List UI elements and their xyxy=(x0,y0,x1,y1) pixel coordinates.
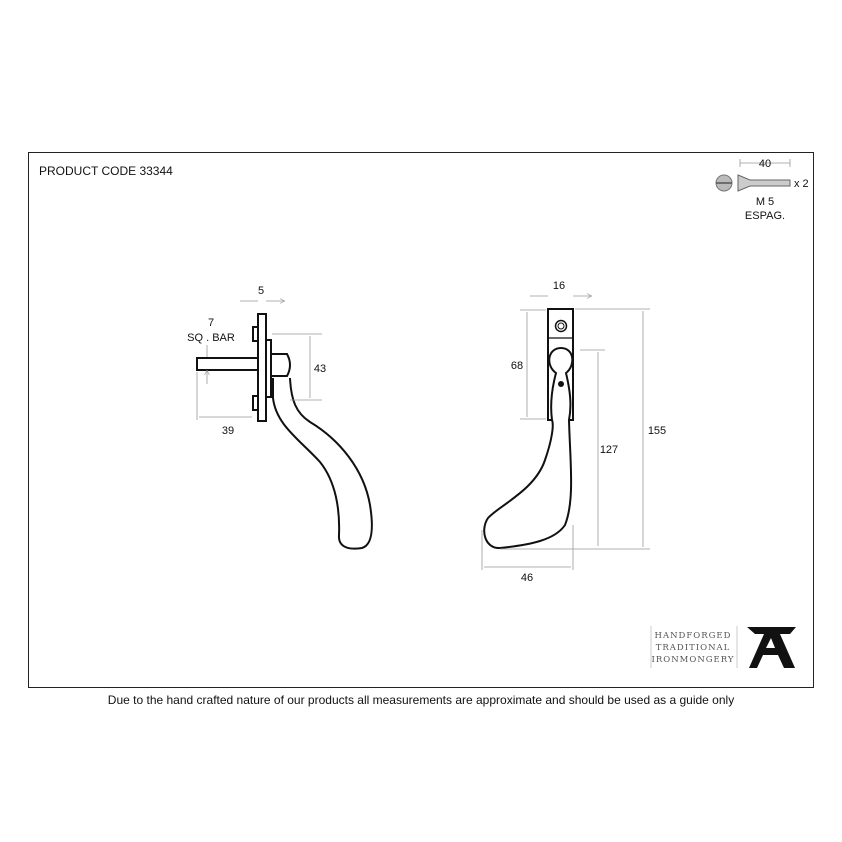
plate-height-dim: 68 xyxy=(511,360,523,372)
svg-text:IRONMONGERY: IRONMONGERY xyxy=(651,655,734,665)
svg-text:HANDFORGED: HANDFORGED xyxy=(655,631,732,641)
handle-length-dim: 127 xyxy=(600,444,618,456)
handle-side-view xyxy=(196,313,373,550)
bar-length-dim: 39 xyxy=(222,425,234,437)
company-logo: HANDFORGED TRADITIONAL IRONMONGERY xyxy=(650,626,796,668)
svg-text:TRADITIONAL: TRADITIONAL xyxy=(656,643,731,653)
bar-size-dim: 7 xyxy=(208,317,214,329)
width-dim: 16 xyxy=(553,280,565,292)
drawing-frame xyxy=(28,152,814,688)
disclaimer-footer: Due to the hand crafted nature of our pr… xyxy=(107,693,735,707)
screw-icon xyxy=(715,159,791,192)
screw-size: M 5 xyxy=(756,196,774,208)
bar-label: SQ . BAR xyxy=(187,332,235,344)
screw-length: 40 xyxy=(759,158,771,170)
anvil-icon xyxy=(747,627,796,668)
screw-quantity: x 2 xyxy=(794,178,809,190)
overall-height-dim: 155 xyxy=(648,425,666,437)
handle-front-view xyxy=(483,308,574,550)
plate-thickness-dim: 5 xyxy=(258,285,264,297)
screw-type: ESPAG. xyxy=(745,210,785,222)
height-dim: 43 xyxy=(314,363,326,375)
product-code: PRODUCT CODE 33344 xyxy=(39,164,173,178)
projection-dim: 46 xyxy=(521,572,533,584)
